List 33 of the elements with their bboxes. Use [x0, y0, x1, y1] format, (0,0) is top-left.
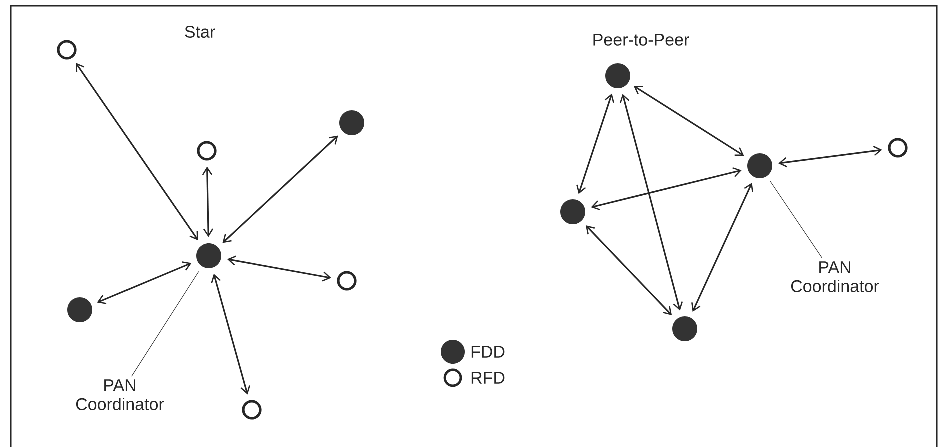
node-label: PAN Coordinator [791, 262, 880, 292]
arrow [576, 94, 614, 194]
legend-label: FDD [472, 346, 505, 358]
arrow [202, 166, 214, 238]
filled-dot [68, 298, 92, 322]
leader-line [770, 181, 823, 259]
arrow [211, 274, 250, 395]
arrow [76, 63, 198, 241]
empty-circle [337, 271, 357, 291]
empty-circle [197, 141, 217, 161]
arrow [222, 136, 338, 244]
arrow [778, 146, 882, 168]
leader-line [132, 271, 200, 377]
empty-circle [888, 138, 908, 158]
arrow [97, 262, 192, 304]
node-label: PAN Coordinator [76, 380, 164, 410]
filled-dot [196, 244, 222, 268]
empty-circle [57, 40, 77, 60]
filled-dot [560, 200, 586, 224]
filled-dot [672, 316, 698, 342]
arrow [586, 226, 672, 316]
arrow [620, 94, 684, 311]
filled-dot [748, 154, 773, 178]
section-title: Star [185, 26, 216, 38]
empty-circle [242, 400, 262, 420]
arrow [227, 256, 332, 282]
legend-label: RFD [472, 372, 505, 384]
arrow [591, 167, 742, 211]
arrow [634, 86, 744, 156]
section-title: Peer-to-Peer [594, 34, 690, 46]
filled-dot [606, 64, 630, 88]
arrow [692, 182, 754, 312]
filled-dot [340, 110, 364, 136]
